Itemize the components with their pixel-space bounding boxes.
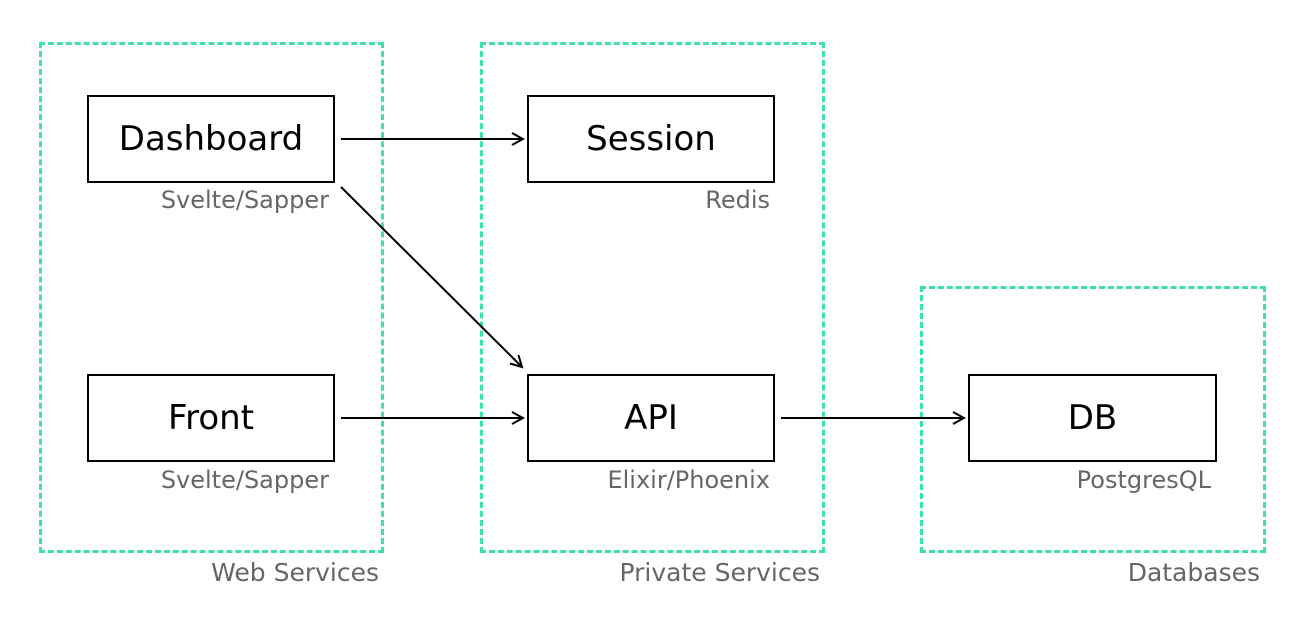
edge-dashboard-to-api xyxy=(340,186,522,367)
group-private-services xyxy=(480,42,825,553)
node-session-label: Session xyxy=(586,119,716,159)
node-dashboard-tech: Svelte/Sapper xyxy=(160,186,329,214)
node-front-label: Front xyxy=(168,398,254,438)
group-databases xyxy=(920,286,1266,553)
group-label-web-services: Web Services xyxy=(211,558,379,587)
node-db-label: DB xyxy=(1067,398,1118,438)
node-session: Session xyxy=(527,95,775,183)
node-db: DB xyxy=(968,374,1217,462)
group-label-databases: Databases xyxy=(1127,558,1260,587)
node-api: API xyxy=(527,374,775,462)
node-db-tech: PostgresQL xyxy=(1076,466,1211,494)
node-front-tech: Svelte/Sapper xyxy=(160,466,329,494)
group-label-private-services: Private Services xyxy=(619,558,820,587)
node-api-tech: Elixir/Phoenix xyxy=(607,466,770,494)
node-dashboard: Dashboard xyxy=(87,95,335,183)
node-front: Front xyxy=(87,374,335,462)
node-api-label: API xyxy=(624,398,678,438)
node-session-tech: Redis xyxy=(705,186,770,214)
node-dashboard-label: Dashboard xyxy=(118,119,304,159)
group-web-services xyxy=(39,42,384,553)
